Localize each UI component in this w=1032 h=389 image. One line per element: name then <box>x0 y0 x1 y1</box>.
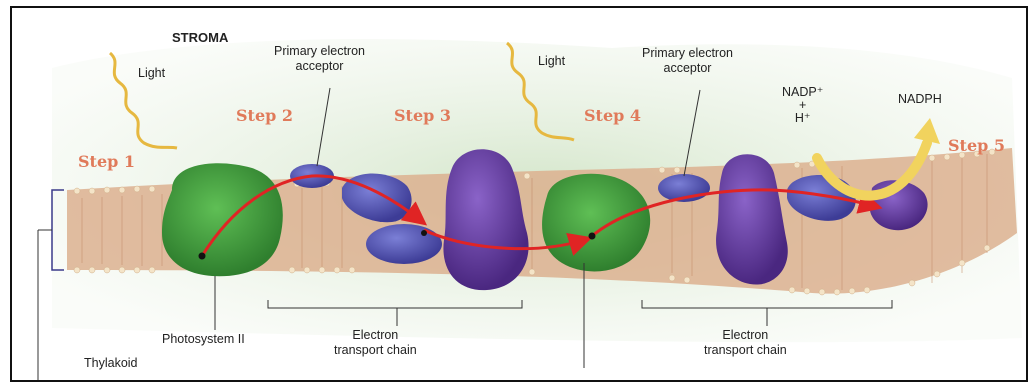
etc-1-label: Electron transport chain <box>334 328 417 358</box>
light-label-2: Light <box>538 54 565 69</box>
step-5-label: Step 5 <box>948 136 1005 155</box>
diagram-frame: STROMA Light Light Primary electron acce… <box>10 6 1028 382</box>
p700-dot <box>589 233 596 240</box>
primary-acceptor-2-line-1: Primary electron <box>642 46 733 61</box>
primary-acceptor-1-label: Primary electron acceptor <box>274 44 365 74</box>
primary-acceptor-2-label: Primary electron acceptor <box>642 46 733 76</box>
step-4-label: Step 4 <box>584 106 641 125</box>
thylakoid-label: Thylakoid <box>84 356 138 371</box>
step-3-label: Step 3 <box>394 106 451 125</box>
etc-2-line-2: transport chain <box>704 343 787 358</box>
etc-1-line-1: Electron <box>334 328 417 343</box>
step-2-label: Step 2 <box>236 106 293 125</box>
p680-dot <box>199 253 206 260</box>
etc-2-label: Electron transport chain <box>704 328 787 358</box>
photosystem-ii-shape <box>162 163 283 276</box>
light-label-1: Light <box>138 66 165 81</box>
nadph-label: NADPH <box>898 92 942 107</box>
electron-carrier-shape <box>366 224 442 264</box>
nadp-label: NADP⁺ + H⁺ <box>782 86 823 125</box>
primary-acceptor-2-line-2: acceptor <box>642 61 733 76</box>
step-1-label: Step 1 <box>78 152 135 171</box>
light-reaction-diagram <box>12 8 1028 382</box>
stroma-label: STROMA <box>172 30 228 45</box>
nadp-line-3: H⁺ <box>782 112 823 125</box>
acceptor-dot <box>421 230 427 236</box>
etc-2-line-1: Electron <box>704 328 787 343</box>
photosystem-ii-label: Photosystem II <box>162 332 245 347</box>
photosystem-i-shape <box>542 174 650 272</box>
primary-acceptor-1-line-2: acceptor <box>274 59 365 74</box>
etc-1-line-2: transport chain <box>334 343 417 358</box>
primary-acceptor-1-line-1: Primary electron <box>274 44 365 59</box>
